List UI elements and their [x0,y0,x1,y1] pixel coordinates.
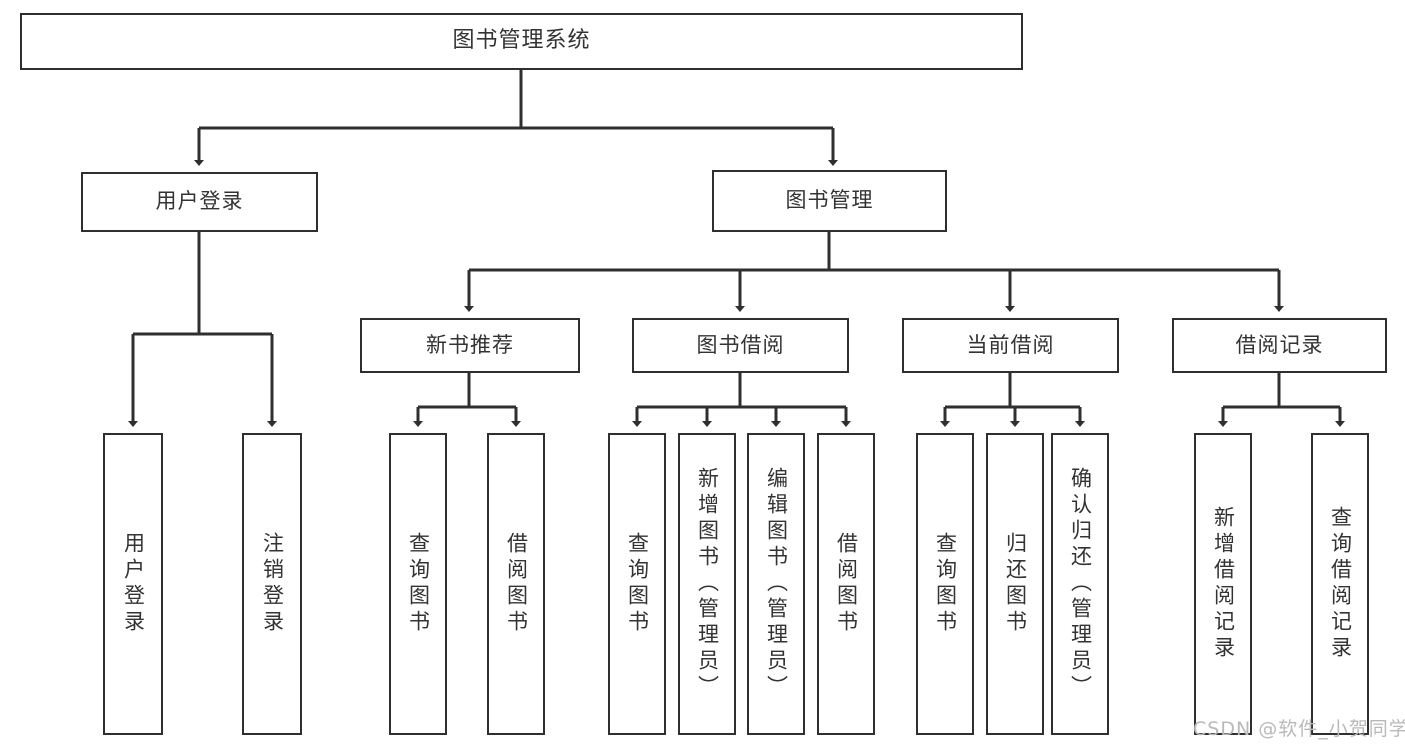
node-leaf-confirm-return-label: 确认归还（管理员） [1068,467,1093,701]
node-leaf-add-book-label: 新增图书（管理员） [695,467,720,701]
node-leaf-user-login-label: 用户登录 [121,532,146,636]
node-new-book-recommend-label: 新书推荐 [426,332,514,357]
node-leaf-query-book-3-label: 查询图书 [933,532,958,636]
node-current-borrow-label: 当前借阅 [966,332,1055,357]
node-leaf-return-book[interactable]: 归还图书 [986,433,1044,735]
node-leaf-borrow-book-2-label: 借阅图书 [834,532,859,636]
node-leaf-add-book[interactable]: 新增图书（管理员） [678,433,736,735]
node-book-borrow[interactable]: 图书借阅 [632,318,849,373]
node-root-label: 图书管理系统 [452,28,591,54]
node-leaf-query-book-1-label: 查询图书 [406,532,431,636]
node-borrow-record-label: 借阅记录 [1235,332,1324,357]
node-leaf-query-record[interactable]: 查询借阅记录 [1311,433,1369,735]
node-borrow-record[interactable]: 借阅记录 [1172,318,1387,373]
csdn-watermark: CSDN @软件_小贺同学 [1193,718,1405,740]
node-leaf-add-record[interactable]: 新增借阅记录 [1194,433,1252,735]
node-book-borrow-label: 图书借阅 [696,332,785,357]
node-leaf-logout[interactable]: 注销登录 [242,433,302,735]
node-leaf-query-book-3[interactable]: 查询图书 [916,433,974,735]
node-book-manage[interactable]: 图书管理 [712,170,947,232]
node-leaf-query-book-1[interactable]: 查询图书 [389,433,447,735]
node-user-login[interactable]: 用户登录 [81,172,318,232]
node-leaf-edit-book[interactable]: 编辑图书（管理员） [747,433,805,735]
node-leaf-logout-label: 注销登录 [260,532,285,636]
node-new-book-recommend[interactable]: 新书推荐 [360,318,580,373]
node-book-manage-label: 图书管理 [785,188,874,213]
node-leaf-edit-book-label: 编辑图书（管理员） [764,467,789,701]
node-leaf-borrow-book-1[interactable]: 借阅图书 [487,433,545,735]
node-leaf-user-login[interactable]: 用户登录 [103,433,163,735]
node-leaf-query-record-label: 查询借阅记录 [1328,506,1353,662]
node-current-borrow[interactable]: 当前借阅 [902,318,1119,373]
node-leaf-confirm-return[interactable]: 确认归还（管理员） [1051,433,1109,735]
node-leaf-return-book-label: 归还图书 [1003,532,1028,636]
node-leaf-borrow-book-1-label: 借阅图书 [504,532,529,636]
node-leaf-add-record-label: 新增借阅记录 [1211,506,1236,662]
node-leaf-borrow-book-2[interactable]: 借阅图书 [817,433,875,735]
node-root-system[interactable]: 图书管理系统 [20,13,1023,70]
node-leaf-query-book-2[interactable]: 查询图书 [608,433,666,735]
node-leaf-query-book-2-label: 查询图书 [625,532,650,636]
node-user-login-label: 用户登录 [155,189,244,214]
